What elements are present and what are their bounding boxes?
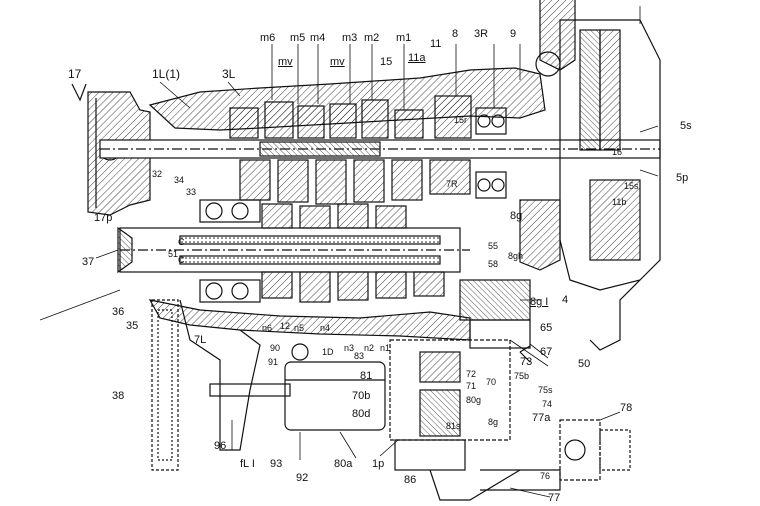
label-4: 4 — [562, 294, 569, 306]
label-16: 16 — [612, 147, 623, 157]
label-74: 74 — [542, 399, 553, 409]
label-12: 12 — [280, 321, 291, 331]
label-75b: 75b — [514, 371, 530, 381]
label-35: 35 — [126, 320, 139, 332]
label-n5: n5 — [294, 323, 305, 333]
label-8g-2: 8g — [488, 417, 499, 427]
label-3R: 3R — [474, 28, 489, 40]
label-36: 36 — [112, 306, 125, 318]
label-92: 92 — [296, 472, 309, 484]
bearings — [199, 107, 507, 303]
label-1p: 1p — [372, 458, 385, 470]
label-mv-1: mv — [278, 56, 293, 68]
shift-drum — [459, 279, 531, 321]
label-5s: 5s — [680, 120, 692, 132]
label-70b: 70b — [352, 390, 371, 402]
label-70: 70 — [486, 377, 497, 387]
label-5p: 5p — [676, 172, 689, 184]
label-n3: n3 — [344, 343, 355, 353]
label-83: 83 — [354, 351, 365, 361]
label-65: 65 — [540, 322, 553, 334]
label-15s: 15s — [624, 181, 639, 191]
label-m6: m6 — [260, 32, 276, 44]
label-7R: 7R — [446, 179, 458, 189]
label-81s: 81s — [446, 421, 461, 431]
sensor-78 — [480, 419, 631, 491]
label-86: 86 — [404, 474, 417, 486]
label-51: 51 — [168, 249, 179, 259]
middle-gear-train — [239, 159, 471, 205]
label-9: 9 — [510, 28, 517, 40]
label-15r: 15r — [454, 115, 468, 125]
label-77a: 77a — [532, 412, 551, 424]
label-11b: 11b — [612, 197, 627, 207]
label-1D: 1D — [322, 347, 334, 357]
label-11: 11 — [430, 38, 442, 50]
label-38: 38 — [112, 390, 125, 402]
label-17p: 17p — [94, 212, 113, 224]
label-n4: n4 — [320, 323, 331, 333]
label-77: 77 — [548, 492, 561, 504]
label-50: 50 — [578, 358, 591, 370]
label-55: 55 — [488, 241, 499, 251]
label-C1: C — [178, 237, 185, 247]
label-fLI: fL I — [240, 458, 255, 470]
label-m2: m2 — [364, 32, 380, 44]
label-91: 91 — [268, 357, 279, 367]
label-m3: m3 — [342, 32, 358, 44]
label-m1: m1 — [396, 32, 412, 44]
label-1L1: 1L(1) — [152, 67, 181, 81]
label-C2: C — [178, 255, 185, 265]
label-80d: 80d — [352, 408, 371, 420]
label-33: 33 — [186, 187, 197, 197]
label-8gI: 8g I — [530, 296, 549, 308]
label-72: 72 — [466, 369, 477, 379]
label-78: 78 — [620, 402, 633, 414]
label-3L: 3L — [222, 67, 236, 81]
lower-gear-train — [261, 203, 445, 303]
label-n2: n2 — [364, 343, 375, 353]
label-96: 96 — [214, 440, 227, 452]
label-8g: 8g — [510, 210, 523, 222]
label-76: 76 — [540, 471, 551, 481]
label-34: 34 — [174, 175, 185, 185]
label-8: 8 — [452, 28, 459, 40]
label-81: 81 — [360, 370, 373, 382]
sprocket-chain — [151, 299, 179, 471]
label-71: 71 — [466, 381, 477, 391]
label-58: 58 — [488, 259, 499, 269]
label-80g: 80g — [466, 395, 482, 405]
label-n1: n1 — [380, 343, 391, 353]
label-73: 73 — [520, 356, 533, 368]
label-n6: n6 — [262, 323, 273, 333]
label-7L: 7L — [194, 334, 207, 346]
label-90: 90 — [270, 343, 281, 353]
label-11a: 11a — [408, 52, 426, 64]
label-m5: m5 — [290, 32, 306, 44]
label-67: 67 — [540, 346, 553, 358]
upper-gear-train — [229, 95, 472, 139]
label-37: 37 — [82, 256, 95, 268]
label-mv-2: mv — [330, 56, 345, 68]
label-32: 32 — [152, 169, 163, 179]
label-8gh: 8gh — [508, 251, 524, 261]
label-m4: m4 — [310, 32, 326, 44]
label-15: 15 — [380, 56, 393, 68]
label-17: 17 — [68, 67, 82, 81]
label-80a: 80a — [334, 458, 353, 470]
label-93: 93 — [270, 458, 283, 470]
label-75s: 75s — [538, 385, 553, 395]
